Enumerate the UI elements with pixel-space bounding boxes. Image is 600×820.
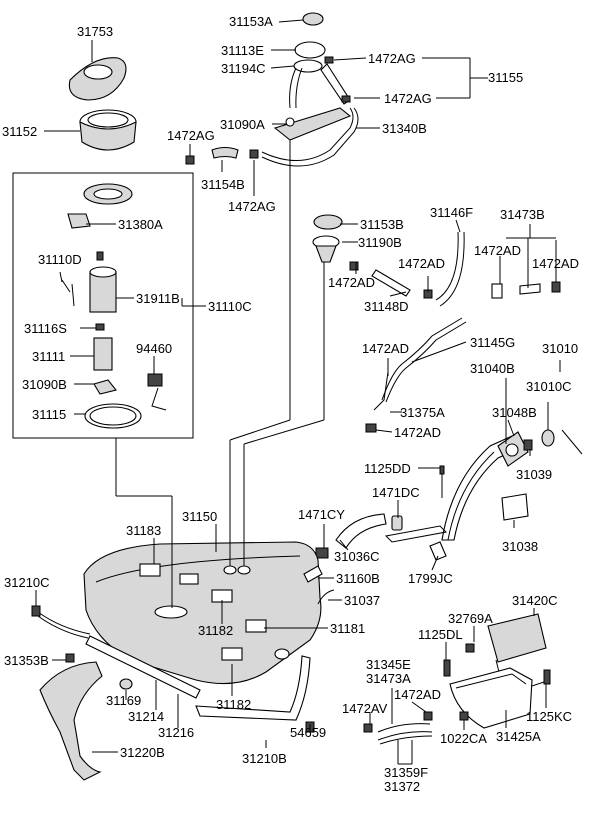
part-label: 31154B [201, 177, 245, 192]
part-label: 31473B [500, 207, 545, 222]
fuel-cap-part [79, 109, 137, 151]
part-label: 94460 [136, 341, 172, 356]
part-label: 1125DD [364, 461, 411, 476]
part-label: 31220B [120, 745, 165, 760]
part-label: 31145G [470, 335, 515, 350]
part-label: 31146F [430, 205, 473, 220]
part-label: 1472AG [228, 199, 276, 214]
part-label: 31372 [384, 779, 420, 794]
part-label: 31911B [136, 291, 180, 306]
part-label: 31111 [32, 349, 65, 364]
pump-module-parts [61, 183, 167, 429]
part-label: 31110D [38, 252, 82, 267]
part-label: 31359F [384, 765, 428, 780]
part-label: 31182 [216, 697, 251, 712]
part-label: 31110C [208, 299, 252, 314]
part-label: 31090B [22, 377, 67, 392]
part-label: 1472AD [362, 341, 409, 356]
vapor-line-31145G [365, 317, 467, 433]
hose-31036C [315, 513, 447, 561]
part-label: 31048B [492, 405, 537, 420]
top-filler-neck-part [289, 12, 351, 109]
part-label: 31194C [221, 61, 266, 76]
sender-cap-31153B [312, 214, 359, 271]
part-label: 1472AV [342, 701, 388, 716]
part-label: 1472AG [167, 128, 215, 143]
part-label: 1472AD [328, 275, 375, 290]
part-label: 31181 [330, 621, 365, 636]
part-label: 31090A [220, 117, 265, 132]
part-label: 31210B [242, 751, 287, 766]
strap-31210C [31, 605, 91, 639]
canister-bracket-31425A [443, 659, 551, 729]
small-hose-31154B [185, 146, 259, 165]
part-label: 31038 [502, 539, 538, 554]
part-label: 31169 [106, 693, 141, 708]
part-label: 1472AD [394, 425, 441, 440]
part-label: 1472AG [368, 51, 416, 66]
part-label: 31182 [198, 623, 233, 638]
part-label: 31216 [158, 725, 194, 740]
part-label: 1472AD [474, 243, 521, 258]
fuel-cap-cover-part [68, 57, 127, 101]
part-label: 1471CY [298, 507, 345, 522]
part-label: 31036C [334, 549, 380, 564]
part-label: 31214 [128, 709, 164, 724]
part-label: 31345E [366, 657, 411, 672]
part-label: 31148D [364, 299, 409, 314]
part-label: 1022CA [440, 731, 487, 746]
part-label: 31113E [221, 43, 264, 58]
part-label: 31153B [360, 217, 404, 232]
part-label: 1472AD [532, 256, 579, 271]
part-labels: 31753 31152 31153A 31113E 31194C 1472AG … [2, 14, 579, 794]
part-label: 1472AD [398, 256, 445, 271]
part-label: 31340B [382, 121, 427, 136]
part-label: 31380A [118, 217, 163, 232]
part-label: 31190B [358, 235, 402, 250]
part-label: 31375A [400, 405, 445, 420]
part-label: 1472AD [394, 687, 441, 702]
part-label: 31150 [182, 509, 217, 524]
hose-set-31359F [363, 711, 433, 745]
leader-lines [35, 19, 561, 765]
part-label: 31040B [470, 361, 515, 376]
strap-31214-31216 [85, 635, 201, 699]
part-label: 31010C [526, 379, 572, 394]
part-label: 31153A [229, 14, 273, 29]
fuel-tank-31150 [83, 541, 335, 685]
part-label: 31152 [2, 124, 37, 139]
part-label: 31160B [336, 571, 380, 586]
filler-neck-31040B [384, 431, 529, 543]
part-label: 1471DC [372, 485, 420, 500]
part-label: 1125DL [418, 627, 463, 642]
part-label: 31425A [496, 729, 541, 744]
part-label: 1125KC [526, 709, 572, 724]
part-label: 31753 [77, 24, 113, 39]
part-label: 1472AG [384, 91, 432, 106]
part-label: 31115 [32, 407, 66, 422]
part-label: 31116S [24, 321, 67, 336]
part-label: 31183 [126, 523, 161, 538]
hose-31148D [371, 269, 411, 297]
part-label: 1799JC [408, 571, 453, 586]
part-label: 31039 [516, 467, 552, 482]
part-label: 31010 [542, 341, 578, 356]
part-label: 31037 [344, 593, 380, 608]
fuel-door-parts [501, 429, 583, 521]
part-label: 31420C [512, 593, 558, 608]
canister-bracket-part [261, 107, 359, 167]
part-label: 31155 [488, 70, 523, 85]
part-label: 31353B [4, 653, 49, 668]
heat-shield-31220B [39, 653, 103, 781]
part-label: 31473A [366, 671, 411, 686]
part-label: 31210C [4, 575, 50, 590]
part-label: 32769A [448, 611, 493, 626]
part-label: 54659 [290, 725, 326, 740]
hose-set-31473B [491, 281, 561, 299]
